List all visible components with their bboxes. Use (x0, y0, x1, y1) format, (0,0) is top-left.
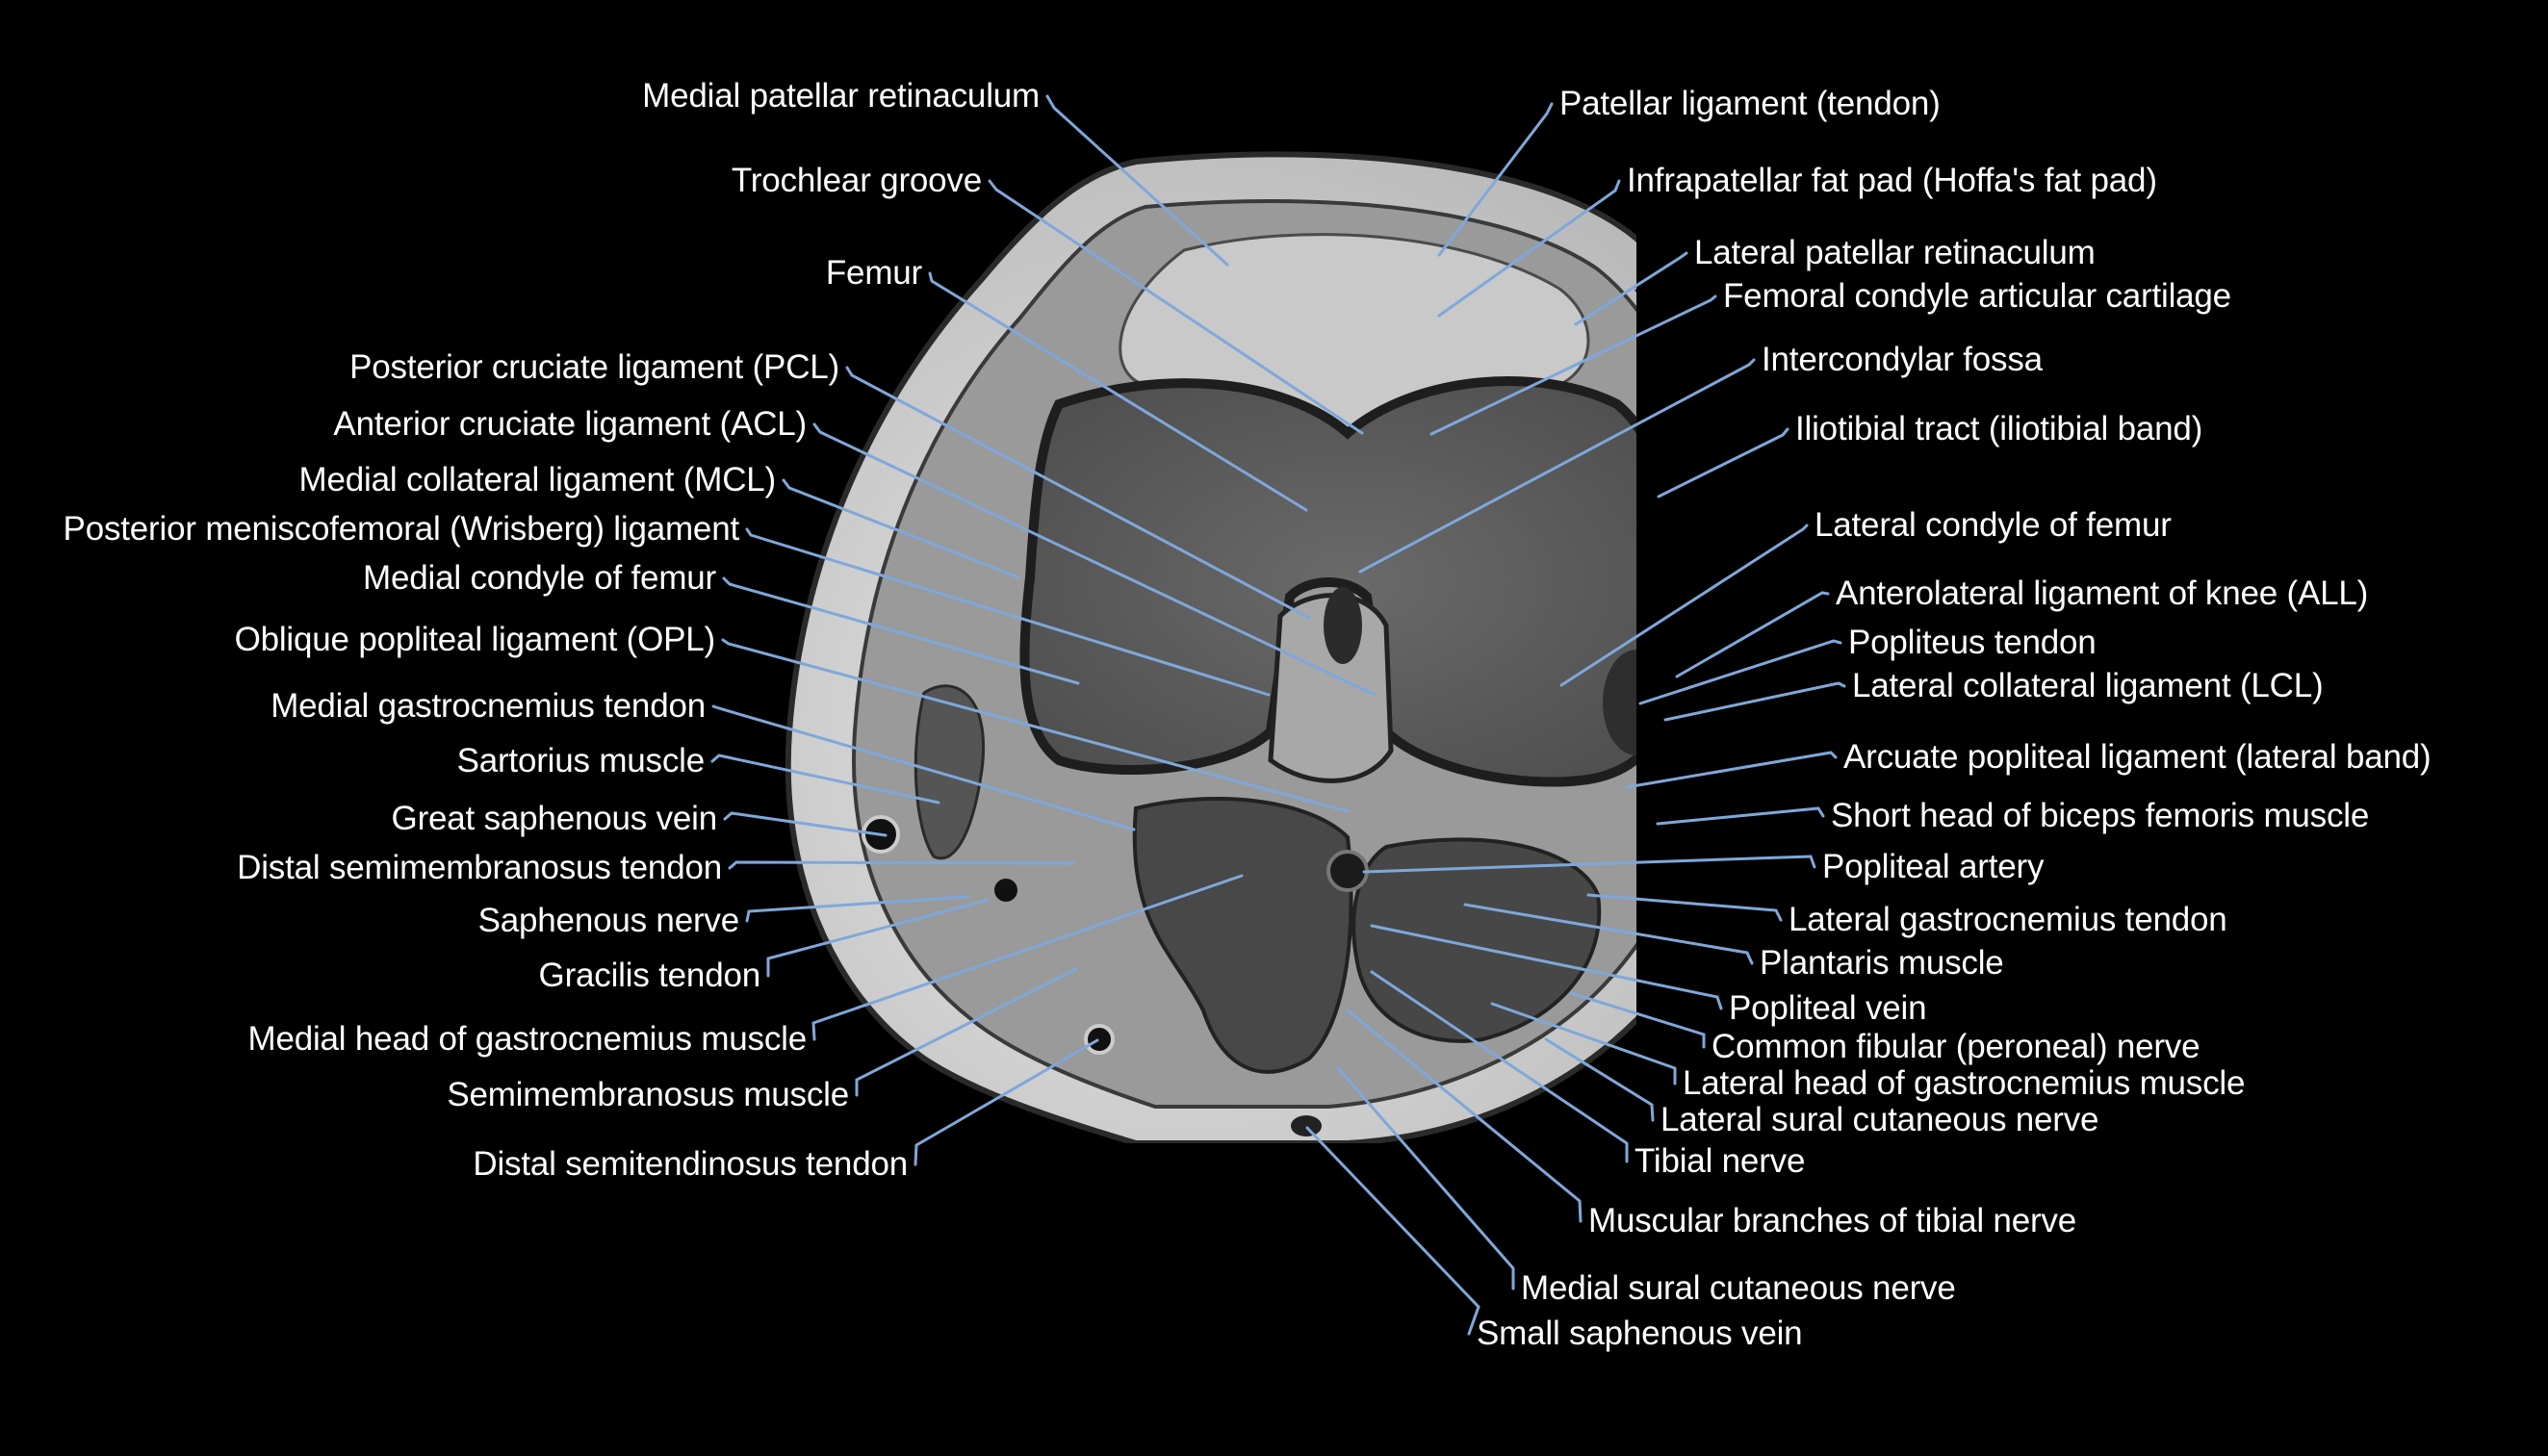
label-sartorius-muscle: Sartorius muscle (456, 742, 706, 779)
label-anterior-cruciate-ligament-acl: Anterior cruciate ligament (ACL) (333, 405, 807, 443)
leader-anterolateral-ligament-of-knee-all (1675, 591, 1830, 678)
label-lateral-patellar-retinaculum: Lateral patellar retinaculum (1694, 234, 2096, 271)
label-plantaris-muscle: Plantaris muscle (1760, 944, 2004, 982)
label-tibial-nerve: Tibial nerve (1634, 1142, 1806, 1180)
leader-lateral-condyle-of-femur (1559, 524, 1809, 687)
leader-lines (710, 94, 1846, 1336)
label-medial-collateral-ligament-mcl: Medial collateral ligament (MCL) (298, 461, 777, 498)
label-semimembranosus-muscle: Semimembranosus muscle (447, 1076, 849, 1113)
leader-patellar-ligament-tendon (1437, 102, 1554, 257)
leader-medial-patellar-retinaculum (1045, 94, 1229, 267)
leader-lateral-patellar-retinaculum (1574, 251, 1688, 326)
leader-distal-semitendinosus-tendon (914, 1038, 1099, 1166)
label-lateral-collateral-ligament-lcl: Lateral collateral ligament (LCL) (1852, 667, 2324, 704)
label-popliteal-vein: Popliteal vein (1729, 989, 1927, 1027)
leader-medial-head-of-gastrocnemius-muscle (811, 874, 1244, 1041)
label-patellar-ligament-tendon: Patellar ligament (tendon) (1559, 85, 1941, 122)
label-lateral-condyle-of-femur: Lateral condyle of femur (1814, 506, 2172, 544)
label-medial-head-of-gastrocnemius-muscle: Medial head of gastrocnemius muscle (247, 1020, 807, 1058)
label-oblique-popliteal-ligament-opl: Oblique popliteal ligament (OPL) (234, 621, 716, 658)
leader-lateral-gastrocnemius-tendon (1586, 893, 1783, 922)
label-small-saphenous-vein: Small saphenous vein (1477, 1315, 1803, 1352)
label-short-head-of-biceps-femoris-muscle: Short head of biceps femoris muscle (1831, 797, 2370, 834)
label-femur: Femur (825, 254, 922, 292)
leader-femur (928, 271, 1308, 512)
label-popliteus-tendon: Popliteus tendon (1848, 624, 2097, 661)
label-lateral-gastrocnemius-tendon: Lateral gastrocnemius tendon (1789, 901, 2227, 938)
leader-distal-semimembranosus-tendon (728, 860, 1075, 870)
label-great-saphenous-vein: Great saphenous vein (391, 800, 718, 837)
label-saphenous-nerve: Saphenous nerve (477, 902, 740, 939)
leader-femoral-condyle-articular-cartilage (1429, 294, 1717, 436)
leader-iliotibial-tract-iliotibial-band (1657, 427, 1789, 498)
label-intercondylar-fossa: Intercondylar fossa (1762, 341, 2043, 378)
leader-great-saphenous-vein (723, 811, 888, 837)
label-medial-gastrocnemius-tendon: Medial gastrocnemius tendon (270, 687, 706, 725)
leader-plantaris-muscle (1463, 903, 1754, 965)
leader-popliteal-artery (1362, 855, 1816, 874)
label-medial-patellar-retinaculum: Medial patellar retinaculum (642, 77, 1040, 115)
leader-lateral-head-of-gastrocnemius-muscle (1490, 1002, 1677, 1086)
label-posterior-cruciate-ligament-pcl: Posterior cruciate ligament (PCL) (349, 348, 839, 386)
leader-medial-condyle-of-femur (722, 576, 1080, 685)
label-popliteal-artery: Popliteal artery (1822, 848, 2045, 885)
leader-infrapatellar-fat-pad-hoffa-s-fat-pad (1437, 179, 1621, 318)
label-trochlear-groove: Trochlear groove (731, 162, 982, 199)
leader-lateral-collateral-ligament-lcl (1663, 681, 1846, 722)
leader-semimembranosus-muscle (855, 967, 1078, 1097)
label-anterolateral-ligament-of-knee-all: Anterolateral ligament of knee (ALL) (1836, 575, 2369, 612)
leader-tibial-nerve (1370, 970, 1629, 1163)
leader-posterior-meniscofemoral-wrisberg-ligament (745, 527, 1271, 697)
leader-trochlear-groove (988, 179, 1364, 435)
label-medial-condyle-of-femur: Medial condyle of femur (363, 559, 716, 597)
label-distal-semitendinosus-tendon: Distal semitendinosus tendon (473, 1145, 908, 1183)
label-distal-semimembranosus-tendon: Distal semimembranosus tendon (237, 849, 722, 886)
leader-muscular-branches-of-tibial-nerve (1346, 1009, 1583, 1223)
leader-popliteus-tendon (1638, 639, 1842, 705)
leader-short-head-of-biceps-femoris-muscle (1656, 806, 1825, 826)
label-femoral-condyle-articular-cartilage: Femoral condyle articular cartilage (1723, 277, 2231, 315)
label-lateral-head-of-gastrocnemius-muscle: Lateral head of gastrocnemius muscle (1683, 1064, 2246, 1102)
leader-small-saphenous-vein (1305, 1126, 1480, 1336)
leader-saphenous-nerve (745, 895, 969, 923)
leader-common-fibular-peroneal-nerve (1569, 991, 1706, 1049)
leader-gracilis-tendon (766, 898, 991, 978)
leader-medial-collateral-ligament-mcl (782, 478, 1020, 579)
label-iliotibial-tract-iliotibial-band: Iliotibial tract (iliotibial band) (1795, 410, 2203, 447)
leader-sartorius-muscle (710, 754, 940, 805)
label-posterior-meniscofemoral-wrisberg-ligament: Posterior meniscofemoral (Wrisberg) liga… (63, 510, 740, 548)
leader-oblique-popliteal-ligament-opl (721, 638, 1350, 813)
leader-arcuate-popliteal-ligament-lateral-band (1625, 751, 1838, 789)
label-lateral-sural-cutaneous-nerve: Lateral sural cutaneous nerve (1660, 1101, 2099, 1138)
leader-medial-gastrocnemius-tendon (711, 704, 1136, 831)
label-medial-sural-cutaneous-nerve: Medial sural cutaneous nerve (1521, 1269, 1956, 1307)
label-gracilis-tendon: Gracilis tendon (538, 957, 761, 994)
label-muscular-branches-of-tibial-nerve: Muscular branches of tibial nerve (1588, 1202, 2076, 1239)
label-common-fibular-peroneal-nerve: Common fibular (peroneal) nerve (1712, 1028, 2201, 1065)
label-arcuate-popliteal-ligament-lateral-band: Arcuate popliteal ligament (lateral band… (1843, 738, 2432, 776)
leader-anterior-cruciate-ligament-acl (812, 422, 1377, 697)
leader-posterior-cruciate-ligament-pcl (845, 366, 1311, 620)
leader-popliteal-vein (1370, 924, 1723, 1010)
label-infrapatellar-fat-pad-hoffa-s-fat-pad: Infrapatellar fat pad (Hoffa's fat pad) (1627, 162, 2157, 199)
leader-intercondylar-fossa (1358, 358, 1756, 574)
leader-medial-sural-cutaneous-nerve (1336, 1066, 1515, 1290)
leader-lateral-sural-cutaneous-nerve (1544, 1037, 1655, 1122)
